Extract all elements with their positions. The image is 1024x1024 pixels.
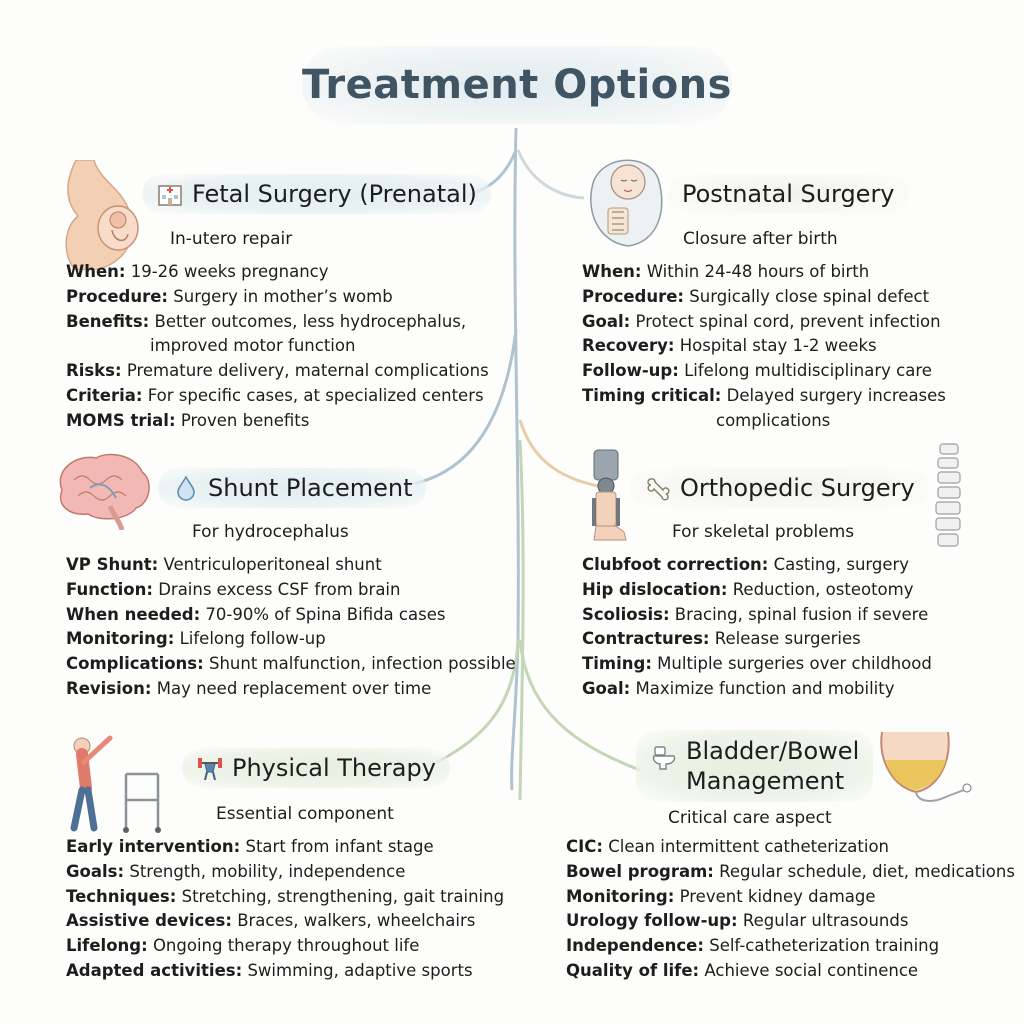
list-item-continuation: complications — [716, 410, 831, 430]
branch-bladder — [518, 639, 641, 772]
trunk-line-green — [518, 439, 525, 801]
list-item: Function: Drains excess CSF from brain — [66, 579, 401, 599]
heading-orthopedic-surgery: Orthopedic Surgery — [630, 468, 929, 508]
heading-shunt-placement: Shunt Placement — [158, 468, 427, 508]
page-title: Treatment Options — [302, 62, 732, 108]
heading-label-line-2: Management — [686, 767, 845, 795]
list-item: Assistive devices: Braces, walkers, whee… — [66, 911, 476, 931]
list-item: Procedure: Surgically close spinal defec… — [582, 286, 930, 306]
list-item: When: 19-26 weeks pregnancy — [66, 262, 329, 281]
subtitle-ortho: For skeletal problems — [672, 522, 855, 542]
list-item: Goals: Strength, mobility, independence — [66, 861, 406, 881]
list-item: Scoliosis: Bracing, spinal fusion if sev… — [582, 604, 929, 624]
list-pt: Early intervention: Start from infant st… — [66, 835, 504, 984]
list-ortho: Clubfoot correction: Casting, surgery Hi… — [582, 553, 932, 702]
branch-ortho — [518, 419, 599, 488]
subtitle-shunt: For hydrocephalus — [192, 522, 349, 542]
subtitle-postnatal: Closure after birth — [683, 229, 838, 249]
list-fetal: When: 19-26 weeks pregnancy Procedure: S… — [66, 260, 489, 434]
heading-label: Shunt Placement — [208, 474, 413, 502]
list-item: Risks: Premature delivery, maternal comp… — [66, 361, 489, 381]
bladder-illustration — [880, 731, 972, 802]
list-item: When: Within 24-48 hours of birth — [582, 262, 870, 281]
list-item: When needed: 70-90% of Spina Bifida case… — [66, 604, 446, 624]
water-drop-icon — [177, 475, 195, 501]
heading-label: Physical Therapy — [232, 754, 436, 782]
heading-label: Postnatal Surgery — [682, 180, 895, 208]
walker-illustration — [123, 772, 161, 833]
list-item: Bowel program: Regular schedule, diet, m… — [566, 861, 1015, 881]
pregnant-belly-illustration — [65, 160, 139, 270]
spine-illustration — [935, 443, 961, 547]
list-item: MOMS trial: Proven benefits — [66, 410, 310, 430]
subtitle-pt: Essential component — [216, 804, 394, 824]
leg-brace-illustration — [592, 449, 627, 541]
list-bladder: CIC: Clean intermittent catheterization … — [566, 835, 1015, 984]
toilet-icon — [652, 746, 676, 770]
list-item: Benefits: Better outcomes, less hydrocep… — [66, 311, 467, 331]
hospital-icon — [158, 185, 182, 206]
heading-physical-therapy: Physical Therapy — [182, 748, 450, 788]
list-item: Monitoring: Prevent kidney damage — [566, 886, 876, 906]
list-item: Goal: Protect spinal cord, prevent infec… — [582, 311, 941, 331]
swaddled-baby-illustration — [590, 159, 663, 247]
list-item: Timing: Multiple surgeries over childhoo… — [582, 654, 932, 674]
list-item: Adapted activities: Swimming, adaptive s… — [66, 960, 473, 980]
list-item: Monitoring: Lifelong follow-up — [66, 629, 326, 649]
list-postnatal: When: Within 24-48 hours of birth Proced… — [582, 260, 946, 434]
list-item: Follow-up: Lifelong multidisciplinary ca… — [582, 361, 932, 381]
list-item: Clubfoot correction: Casting, surgery — [582, 555, 910, 574]
brain-illustration — [59, 453, 150, 530]
list-shunt: VP Shunt: Ventriculoperitoneal shunt Fun… — [66, 553, 516, 702]
list-item: Techniques: Stretching, strengthening, g… — [66, 886, 505, 906]
list-item: Early intervention: Start from infant st… — [66, 837, 434, 856]
list-item: Recovery: Hospital stay 1-2 weeks — [582, 336, 877, 356]
heading-label: Fetal Surgery (Prenatal) — [192, 180, 477, 208]
person-stretching-illustration — [70, 735, 113, 832]
trunk-line — [510, 127, 520, 791]
list-item: Independence: Self-catheterization train… — [566, 936, 940, 956]
list-item: CIC: Clean intermittent catheterization — [566, 837, 889, 856]
branch-postnatal — [516, 149, 585, 200]
list-item: Revision: May need replacement over time — [66, 678, 432, 698]
list-item: Contractures: Release surgeries — [582, 629, 861, 649]
heading-bladder-bowel: Bladder/Bowel Management — [636, 730, 874, 802]
list-item: Lifelong: Ongoing therapy throughout lif… — [66, 936, 420, 956]
list-item-continuation: improved motor function — [150, 336, 356, 356]
heading-label-line-1: Bladder/Bowel — [686, 737, 860, 765]
weightlifter-icon — [198, 758, 222, 781]
list-item: Timing critical: Delayed surgery increas… — [582, 385, 946, 405]
list-item: Urology follow-up: Regular ultrasounds — [566, 911, 909, 931]
heading-label: Orthopedic Surgery — [680, 474, 915, 502]
list-item: Procedure: Surgery in mother’s womb — [66, 286, 393, 306]
list-item: Quality of life: Achieve social continen… — [566, 960, 919, 980]
subtitle-fetal: In-utero repair — [170, 229, 293, 249]
list-item: Goal: Maximize function and mobility — [582, 678, 895, 698]
bone-icon — [647, 478, 670, 501]
subtitle-bladder: Critical care aspect — [668, 808, 832, 828]
title-badge: Treatment Options — [302, 46, 732, 124]
list-item: Hip dislocation: Reduction, osteotomy — [582, 579, 914, 599]
list-item: Complications: Shunt malfunction, infect… — [66, 654, 516, 674]
list-item: VP Shunt: Ventriculoperitoneal shunt — [66, 555, 382, 574]
heading-postnatal-surgery: Postnatal Surgery — [668, 174, 909, 214]
list-item: Criteria: For specific cases, at special… — [66, 385, 484, 405]
heading-fetal-surgery: Fetal Surgery (Prenatal) — [142, 174, 491, 214]
